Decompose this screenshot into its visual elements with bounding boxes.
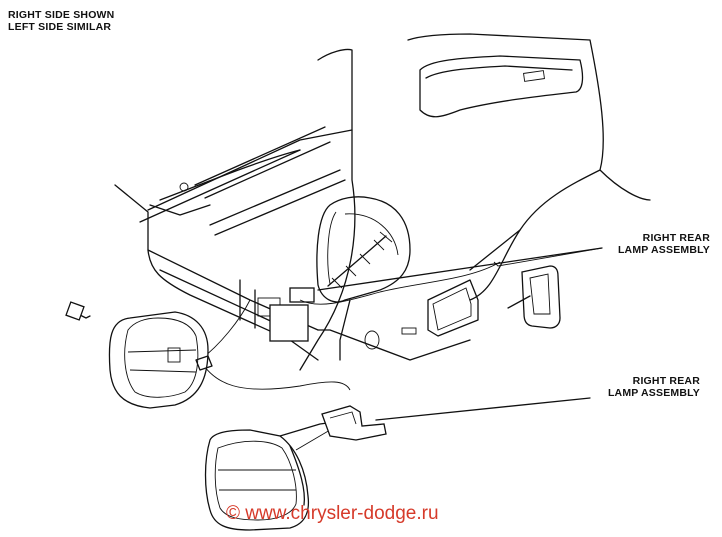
vehicle-body [114,33,651,371]
lower-callout: RIGHT REAR LAMP ASSEMBLY [608,375,700,399]
view-note: RIGHT SIDE SHOWN LEFT SIDE SIMILAR [8,9,114,33]
upper-callout: RIGHT REAR LAMP ASSEMBLY [618,232,710,256]
view-note-line1: RIGHT SIDE SHOWN [8,9,115,21]
watermark-text: © www.chrysler-dodge.ru [226,503,439,524]
lower-callout-line2: LAMP ASSEMBLY [607,387,700,399]
wiring-harness [199,231,501,391]
upper-leader-line [317,247,603,291]
upper-callout-line1: RIGHT REAR [642,232,710,244]
lower-leader-line [375,397,591,421]
left-lamp-assembly [65,301,213,409]
upper-callout-line2: LAMP ASSEMBLY [617,244,710,256]
lower-callout-line1: RIGHT REAR [632,375,700,387]
upper-lamp-lens [507,265,561,329]
view-note-line2: LEFT SIDE SIMILAR [8,21,112,33]
lower-lamp-assembly [204,405,387,531]
